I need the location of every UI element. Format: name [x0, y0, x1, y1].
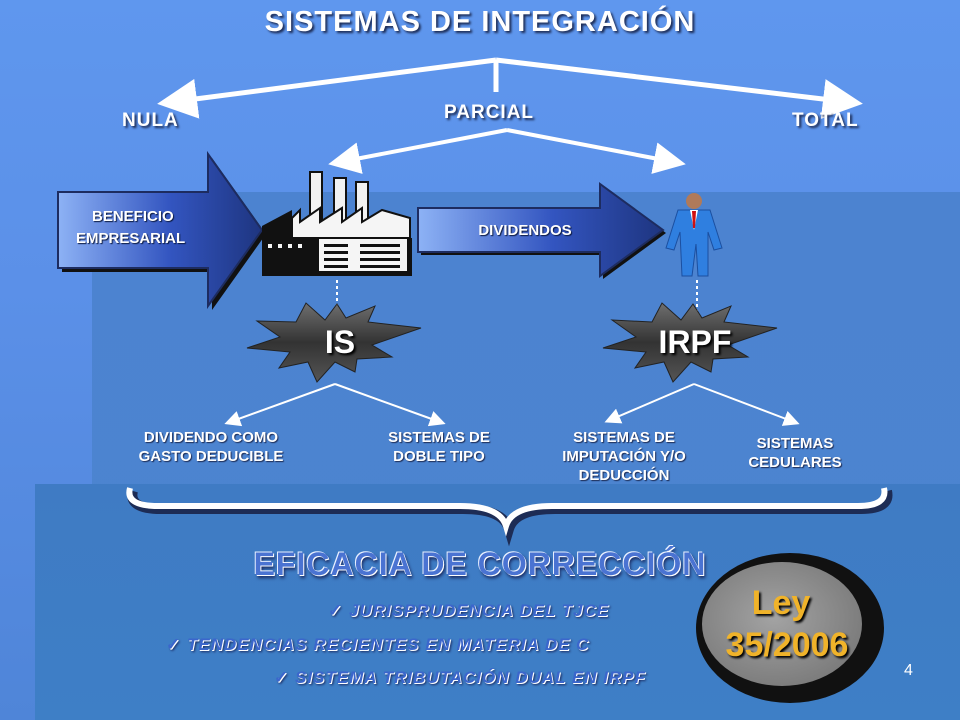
dividendos-arrow — [417, 182, 666, 279]
factory-icon — [262, 171, 412, 276]
beneficio-arrow — [57, 150, 266, 310]
branch-top — [157, 57, 863, 119]
system-dividendo-gasto: DIVIDENDO COMO GASTO DEDUCIBLE — [138, 429, 284, 465]
dividendos-label: DIVIDENDOS — [478, 222, 572, 239]
system-cedulares: SISTEMAS CEDULARES — [748, 435, 842, 471]
level-parcial: PARCIAL — [444, 102, 535, 123]
irpf-label: IRPF — [658, 324, 732, 360]
check-icon: ✓ — [328, 601, 344, 620]
check-icon: ✓ — [166, 635, 182, 654]
system-imputacion: SISTEMAS DE IMPUTACIÓN Y/O DEDUCCIÓN — [562, 429, 686, 484]
beneficio-line1: BENEFICIO — [92, 208, 174, 225]
branch-parcial — [328, 128, 686, 174]
level-nula: NULA — [122, 110, 179, 131]
system-doble-tipo: SISTEMAS DE DOBLE TIPO — [388, 429, 490, 465]
eficacia-heading: EFICACIA DE CORRECCIÓN — [253, 546, 707, 582]
level-total: TOTAL — [792, 110, 859, 131]
bullet-text: SISTEMA TRIBUTACIÓN DUAL EN IRPF — [294, 668, 646, 687]
bullet-item-3: ✓ SISTEMA TRIBUTACIÓN DUAL EN IRPF — [274, 668, 646, 688]
branch-irpf — [604, 383, 800, 426]
ley-line2: 35/2006 — [725, 626, 849, 664]
bullet-text: JURISPRUDENCIA DEL TJCE — [348, 601, 610, 620]
page-title: SISTEMAS DE INTEGRACIÓN — [264, 6, 696, 38]
beneficio-label: BENEFICIO EMPRESARIAL — [70, 206, 230, 250]
ley-line1: Ley — [751, 584, 811, 622]
irpf-starburst — [602, 302, 778, 383]
is-label: IS — [324, 324, 356, 360]
branch-is — [224, 383, 446, 427]
bullet-item-1: ✓ JURISPRUDENCIA DEL TJCE — [328, 601, 609, 621]
person-icon — [665, 193, 723, 277]
beneficio-line2: EMPRESARIAL — [76, 230, 186, 247]
dotted-connectors — [336, 280, 698, 316]
check-icon: ✓ — [274, 668, 290, 687]
curly-brace-icon — [126, 487, 893, 547]
is-starburst — [246, 302, 422, 383]
bullet-text: TENDENCIAS RECIENTES EN MATERIA DE C — [186, 635, 590, 654]
page-number: 4 — [904, 662, 913, 679]
bullet-item-2: ✓ TENDENCIAS RECIENTES EN MATERIA DE C — [166, 635, 589, 655]
ley-disc — [696, 553, 884, 703]
